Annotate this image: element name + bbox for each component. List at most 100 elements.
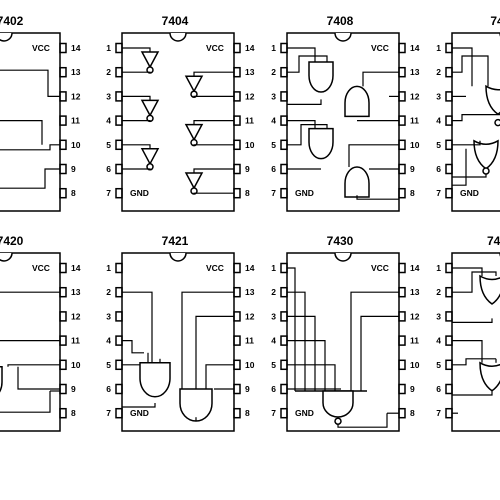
vcc-label: VCC <box>371 263 389 273</box>
wire <box>452 148 467 186</box>
pin-number-right: 8 <box>410 408 415 418</box>
pin-right <box>233 407 241 419</box>
wire <box>193 95 234 98</box>
pin-number-left: 6 <box>106 384 111 394</box>
pin-number-right: 14 <box>245 263 255 273</box>
pin-number-left: 1 <box>271 43 276 53</box>
wire <box>287 291 306 391</box>
gnd-label: GND <box>130 188 149 198</box>
pin-number-right: 12 <box>245 91 255 101</box>
pin-number-left: 7 <box>271 408 276 418</box>
or-gate <box>479 361 500 392</box>
pin-number-left: 3 <box>106 311 111 321</box>
chip-notch <box>0 252 13 262</box>
wire <box>181 291 234 389</box>
pin-number-right: 10 <box>410 140 420 150</box>
chip-notch <box>334 252 352 262</box>
pin-number-left: 2 <box>106 287 111 297</box>
and-gate <box>179 388 213 422</box>
wire <box>452 140 481 146</box>
pin-left <box>445 383 453 395</box>
wire <box>122 71 151 73</box>
pin-number-left: 6 <box>436 384 441 394</box>
chip-title: 7421 <box>162 234 189 248</box>
pin-right <box>59 115 67 126</box>
pin-number-left: 5 <box>436 140 441 150</box>
pin-right <box>59 262 67 274</box>
pin-number-right: 12 <box>410 311 420 321</box>
wire <box>287 124 328 146</box>
pin-number-left: 7 <box>271 188 276 198</box>
pin-number-right: 13 <box>71 67 81 77</box>
pin-left <box>445 311 453 322</box>
pin-right <box>59 311 67 322</box>
pin-number-right: 10 <box>71 360 81 370</box>
pin-number-right: 10 <box>410 360 420 370</box>
ic-chip-743: 7431234567 <box>436 234 500 432</box>
pin-left <box>445 187 453 199</box>
vcc-label: VCC <box>206 263 224 273</box>
pin-number-left: 6 <box>106 164 111 174</box>
ic-chip-74: 741234567GND <box>436 14 500 212</box>
chip-notch <box>0 32 13 42</box>
or-gate <box>479 274 500 305</box>
vcc-label: VCC <box>32 263 50 273</box>
pin-number-left: 2 <box>271 287 276 297</box>
chips-layer: 7402141312111098VCC740411421331241151069… <box>0 14 500 432</box>
wire <box>452 174 487 178</box>
wire <box>17 366 60 390</box>
wire <box>452 391 493 396</box>
pin-right <box>233 42 241 54</box>
wire <box>193 192 234 194</box>
pin-number-right: 10 <box>245 140 255 150</box>
wire <box>0 340 60 342</box>
pin-number-left: 3 <box>436 311 441 321</box>
pin-right <box>398 42 406 54</box>
or-gate <box>473 139 499 170</box>
ic-chip-7420: 7420141312111098VCC <box>0 234 81 432</box>
wire <box>452 267 483 276</box>
pin-right <box>398 262 406 274</box>
wire <box>287 47 316 62</box>
pin-number-right: 8 <box>71 188 76 198</box>
pin-number-left: 4 <box>106 336 111 346</box>
and-gate <box>344 166 370 198</box>
inverter-gate <box>184 75 204 93</box>
vcc-label: VCC <box>371 43 389 53</box>
wire <box>348 144 399 167</box>
pin-number-right: 14 <box>410 263 420 273</box>
and-gate <box>308 127 334 160</box>
pin-number-right: 10 <box>245 360 255 370</box>
gnd-label: GND <box>295 408 314 418</box>
pin-number-right: 9 <box>245 384 250 394</box>
wire <box>193 144 234 146</box>
wire <box>122 291 153 363</box>
pin-number-right: 13 <box>71 287 81 297</box>
wire <box>122 120 151 122</box>
wire <box>122 47 151 52</box>
pin-number-right: 11 <box>410 336 419 346</box>
chip-title: 7402 <box>0 14 24 28</box>
wire <box>193 71 234 77</box>
gnd-label: GND <box>295 188 314 198</box>
inverter-gate <box>140 99 160 117</box>
pin-number-left: 5 <box>271 360 276 370</box>
pin-number-left: 4 <box>271 116 276 126</box>
inverter-gate <box>184 123 204 142</box>
wire <box>287 340 326 391</box>
chip-notch <box>169 32 187 42</box>
pin-number-left: 3 <box>271 91 276 101</box>
or-gate <box>485 84 500 116</box>
wire <box>287 55 328 73</box>
wire <box>193 120 234 125</box>
pin-right <box>59 42 67 54</box>
pin-number-right: 8 <box>245 408 250 418</box>
pin-left <box>280 187 288 199</box>
wire <box>452 358 496 366</box>
pin-right <box>59 187 67 199</box>
chip-title: 7404 <box>162 14 189 28</box>
chip-title: 74 <box>490 14 500 28</box>
pin-number-left: 3 <box>271 311 276 321</box>
